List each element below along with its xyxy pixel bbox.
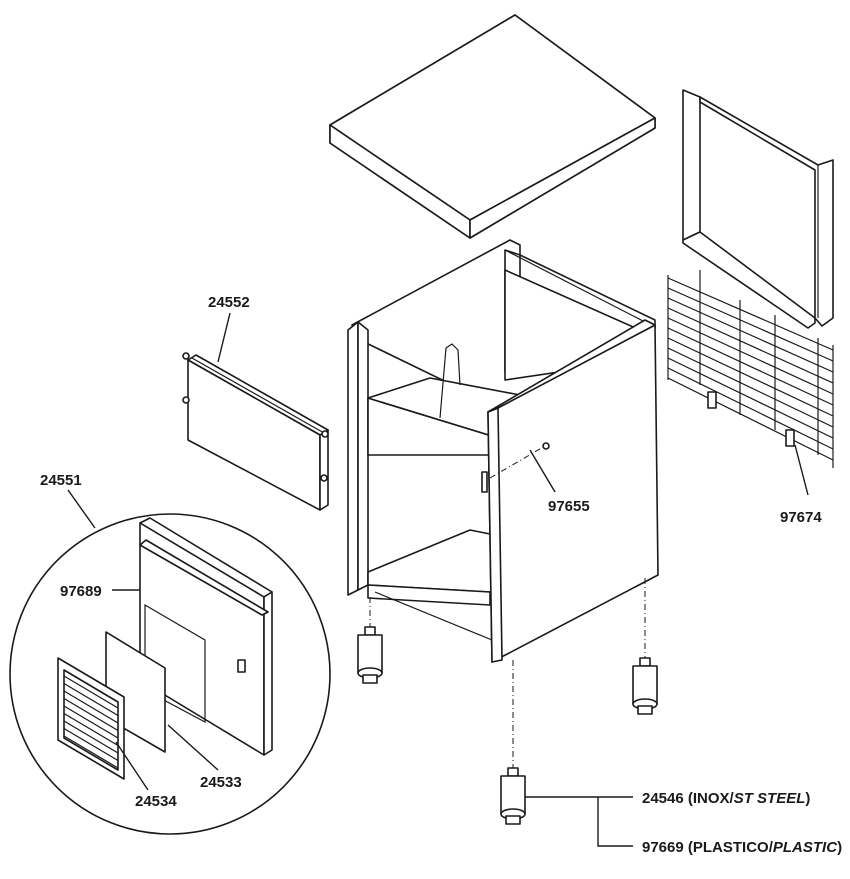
wire-rack <box>667 270 834 468</box>
label-97674: 97674 <box>780 509 822 526</box>
label-24552: 24552 <box>208 294 250 311</box>
rack-rail <box>667 297 834 373</box>
grille-slat <box>63 735 119 769</box>
label-24546: 24546 (INOX/ST STEEL) <box>642 790 810 807</box>
label-97669: 97669 (PLASTICO/PLASTIC) <box>642 839 842 856</box>
rack-rail <box>667 337 834 417</box>
grille-slat <box>63 675 119 709</box>
label-24533: 24533 <box>200 774 242 791</box>
label-97655: 97655 <box>548 498 590 515</box>
rack-rail <box>667 327 834 406</box>
grille-slat <box>63 712 119 747</box>
foot-back-right <box>632 578 658 715</box>
grille-slat <box>63 697 119 732</box>
rack-rail <box>667 367 834 450</box>
grille-slat <box>63 682 119 717</box>
grille-slat <box>63 727 119 762</box>
grille-slat <box>63 690 119 724</box>
detail-circle-24551 <box>9 513 331 835</box>
rack-rail <box>667 307 834 384</box>
side-panel-24552 <box>182 352 329 511</box>
label-24534: 24534 <box>135 793 177 810</box>
rack-rail <box>667 277 834 351</box>
label-97689: 97689 <box>60 583 102 600</box>
rack-rail <box>667 377 834 461</box>
foot-front-left <box>357 597 383 684</box>
label-24551: 24551 <box>40 472 82 489</box>
back-panel <box>682 89 834 329</box>
foot-front-right <box>500 660 526 825</box>
worktop-slab <box>329 14 656 239</box>
rack-rail <box>667 317 834 395</box>
rack-rail <box>667 357 834 439</box>
grille-slat <box>63 705 119 739</box>
rack-rail <box>667 287 834 362</box>
cabinet-body <box>347 239 659 663</box>
part-labels: 24552 24551 97689 24534 24533 97655 9767… <box>40 294 842 856</box>
leader-lines <box>67 312 809 847</box>
hinge-97655 <box>481 442 550 493</box>
grille-slat <box>63 720 119 754</box>
rack-rail <box>667 347 834 428</box>
